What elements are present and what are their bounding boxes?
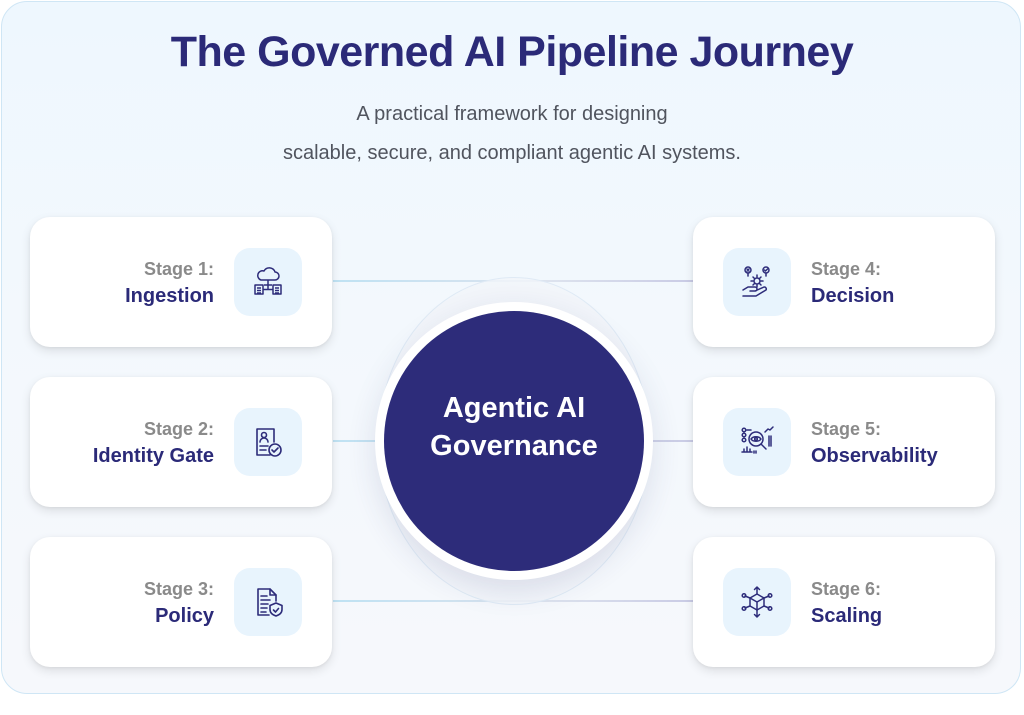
stage-number: Stage 6: [811, 579, 882, 599]
hub-title-line-1: Agentic AI [442, 392, 586, 424]
stage-name: Ingestion [125, 285, 214, 307]
stage-card-scaling: Stage 6: Scaling [693, 537, 995, 667]
stage-number: Stage 5: [811, 419, 882, 439]
stage-name: Scaling [811, 605, 883, 627]
stage-name: Identity Gate [92, 445, 214, 467]
hand-gear-decision-icon [742, 266, 770, 297]
stage-number: Stage 1: [143, 259, 214, 279]
subtitle-line-2: scalable, secure, and compliant agentic … [282, 142, 741, 164]
identity-verified-icon [256, 428, 282, 457]
policy-document-shield-icon [257, 588, 283, 617]
stage-icon-box [234, 568, 302, 636]
governance-hub: Agentic AI Governance [384, 311, 644, 571]
cube-expand-icon [741, 586, 773, 618]
stage-icon-box [723, 408, 791, 476]
hub-title-line-2: Governance [430, 430, 598, 462]
stage-icon-box [723, 568, 791, 636]
stage-name: Policy [155, 605, 214, 627]
stage-card-ingestion: Stage 1: Ingestion [30, 217, 332, 347]
analytics-eye-magnifier-icon [741, 426, 774, 454]
stage-number: Stage 3: [143, 579, 214, 599]
subtitle-line-1: A practical framework for designing [356, 103, 668, 125]
stage-card-identity-gate: Stage 2: Identity Gate [30, 377, 332, 507]
stage-icon-box [234, 408, 302, 476]
stage-card-decision: Stage 4: Decision [693, 217, 995, 347]
page-title: The Governed AI Pipeline Journey [170, 28, 854, 76]
stage-name: Observability [811, 445, 938, 467]
stage-card-observability: Stage 5: Observability [693, 377, 995, 507]
stage-number: Stage 4: [811, 259, 882, 279]
cloud-data-transfer-icon [254, 267, 282, 295]
stage-number: Stage 2: [143, 419, 214, 439]
stage-card-policy: Stage 3: Policy [30, 537, 332, 667]
stage-icon-box [234, 248, 302, 316]
stage-name: Decision [811, 285, 895, 307]
stage-icon-box [723, 248, 791, 316]
